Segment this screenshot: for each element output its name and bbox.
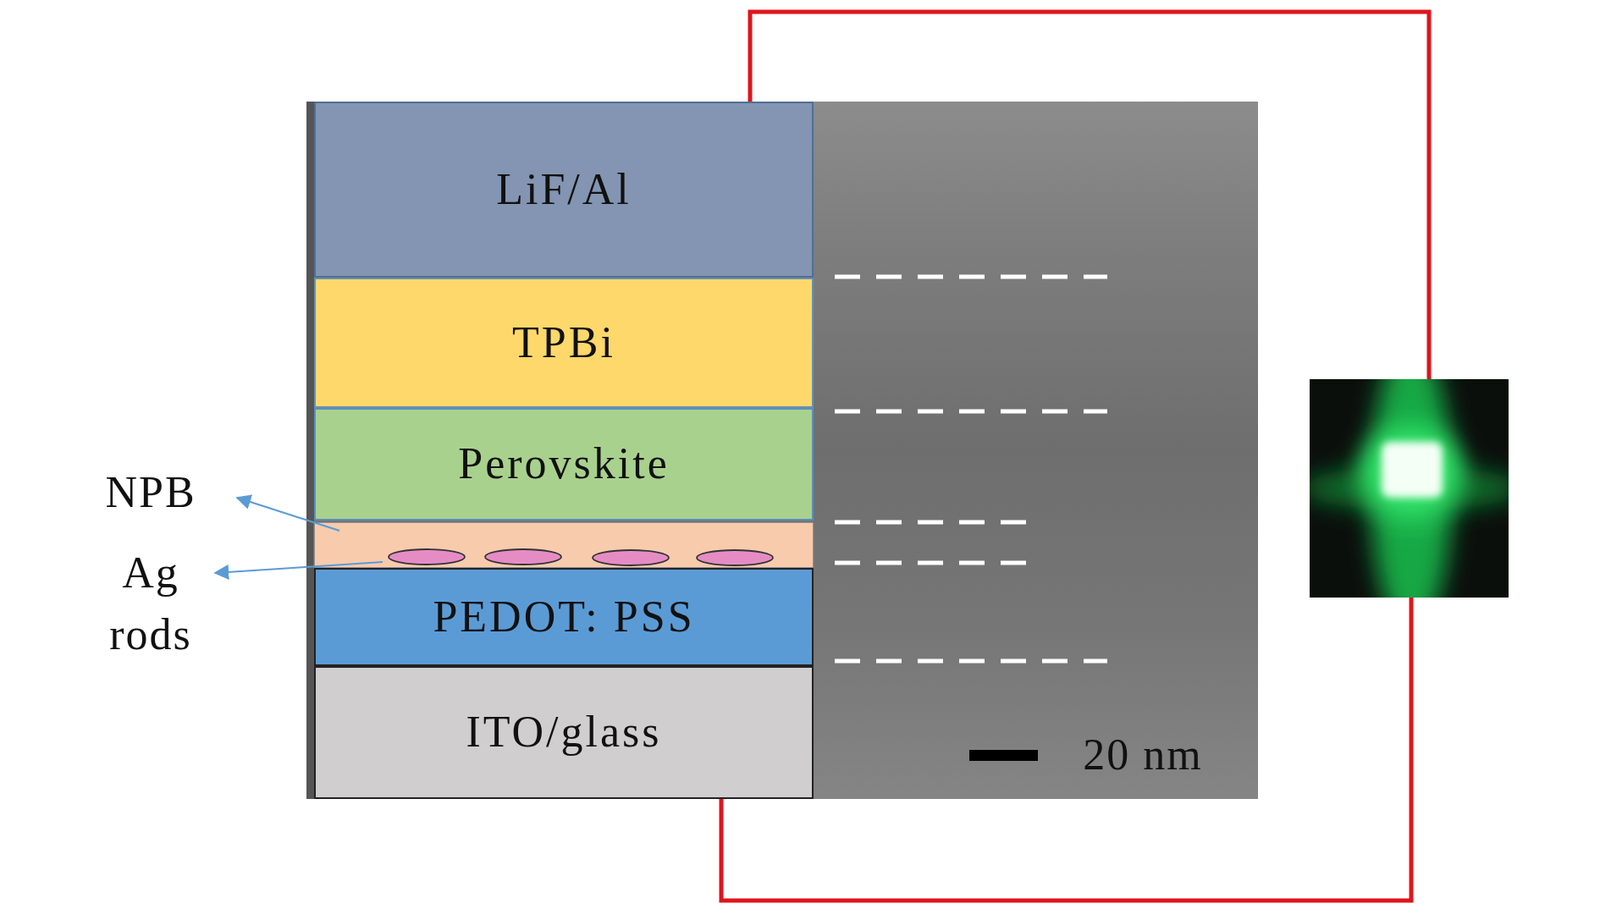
layer-name: PEDOT: PSS	[432, 590, 695, 644]
scale-bar	[969, 750, 1038, 762]
layer-box: TPBi	[314, 277, 814, 409]
npb-layer	[314, 522, 814, 569]
interface-dashes	[834, 276, 1108, 662]
layer-box: LiF/Al	[314, 101, 814, 278]
glow-spot	[1381, 441, 1443, 498]
dash-line	[834, 561, 1042, 566]
layer-name: Perovskite	[457, 437, 670, 491]
ag-rod	[388, 549, 465, 565]
ag-rod	[485, 549, 562, 565]
layer-box: Perovskite	[314, 408, 814, 521]
dash-line	[834, 275, 1108, 280]
layer-name: ITO/glass	[465, 706, 662, 759]
scale-label: 20 nm	[1058, 724, 1228, 787]
dash-line	[834, 409, 1108, 414]
dash-line	[834, 520, 1042, 525]
ag-rod	[696, 550, 773, 566]
sem-image	[306, 101, 1258, 800]
dash-line	[834, 659, 1108, 664]
photo-glow	[1309, 379, 1509, 598]
glow-band	[1370, 379, 1452, 598]
layer-label: NPB	[82, 462, 219, 525]
glow-core	[1358, 424, 1464, 524]
layer-name: LiF/Al	[496, 163, 632, 216]
sem-edge	[306, 101, 315, 800]
ag-rod	[592, 550, 669, 566]
layer-box: PEDOT: PSS	[314, 568, 814, 667]
ag-rods	[388, 549, 773, 566]
layer-label: Ag rods	[91, 542, 210, 667]
layer-name: TPBi	[512, 316, 616, 370]
layer-box: ITO/glass	[314, 666, 814, 800]
